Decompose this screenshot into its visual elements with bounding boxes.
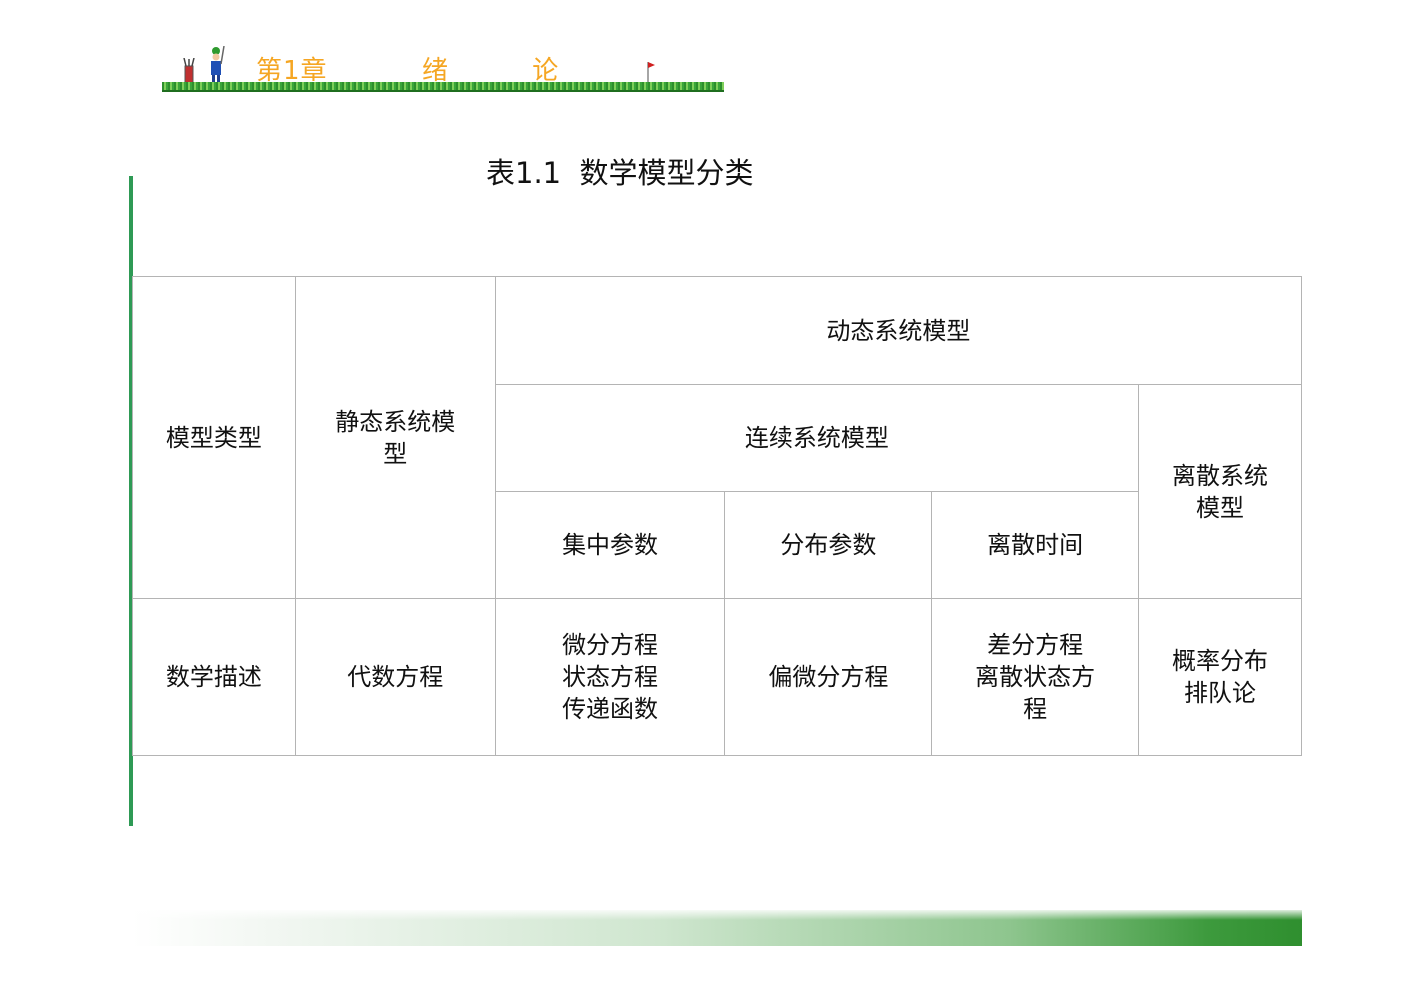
desc-discrete-cell: 概率分布排队论: [1138, 598, 1302, 756]
desc-static-cell: 代数方程: [294, 598, 496, 756]
dynamic-model-header: 动态系统模型: [494, 276, 1303, 385]
desc-discrete-time-cell: 差分方程离散状态方程: [931, 598, 1140, 756]
continuous-model-header: 连续系统模型: [494, 384, 1140, 492]
row-label-model-type: 模型类型: [132, 276, 296, 599]
discrete-time-header: 离散时间: [931, 491, 1140, 599]
left-accent-line: [129, 176, 133, 826]
table-title: 表1.1 数学模型分类: [486, 156, 754, 190]
row-label-math-desc: 数学描述: [132, 598, 296, 756]
chapter-banner: 第1章 绪 论: [162, 40, 724, 92]
static-model-cell: 静态系统模型: [294, 276, 496, 599]
grass-strip: [162, 82, 724, 92]
desc-distributed-cell: 偏微分方程: [724, 598, 933, 756]
lumped-parameter-header: 集中参数: [494, 491, 726, 599]
discrete-model-header: 离散系统模型: [1138, 384, 1302, 599]
golfer-icon: [211, 46, 225, 84]
footer-gradient-bar: [132, 910, 1302, 946]
golf-bag-icon: [183, 58, 195, 85]
chapter-title: 绪 论: [422, 56, 597, 86]
model-classification-table: 模型类型 静态系统模型 动态系统模型 连续系统模型 离散系统模型 集中参数 分布…: [132, 276, 1303, 756]
chapter-number: 第1章: [256, 56, 328, 86]
desc-lumped-cell: 微分方程状态方程传递函数: [494, 598, 726, 756]
distributed-parameter-header: 分布参数: [724, 491, 933, 599]
